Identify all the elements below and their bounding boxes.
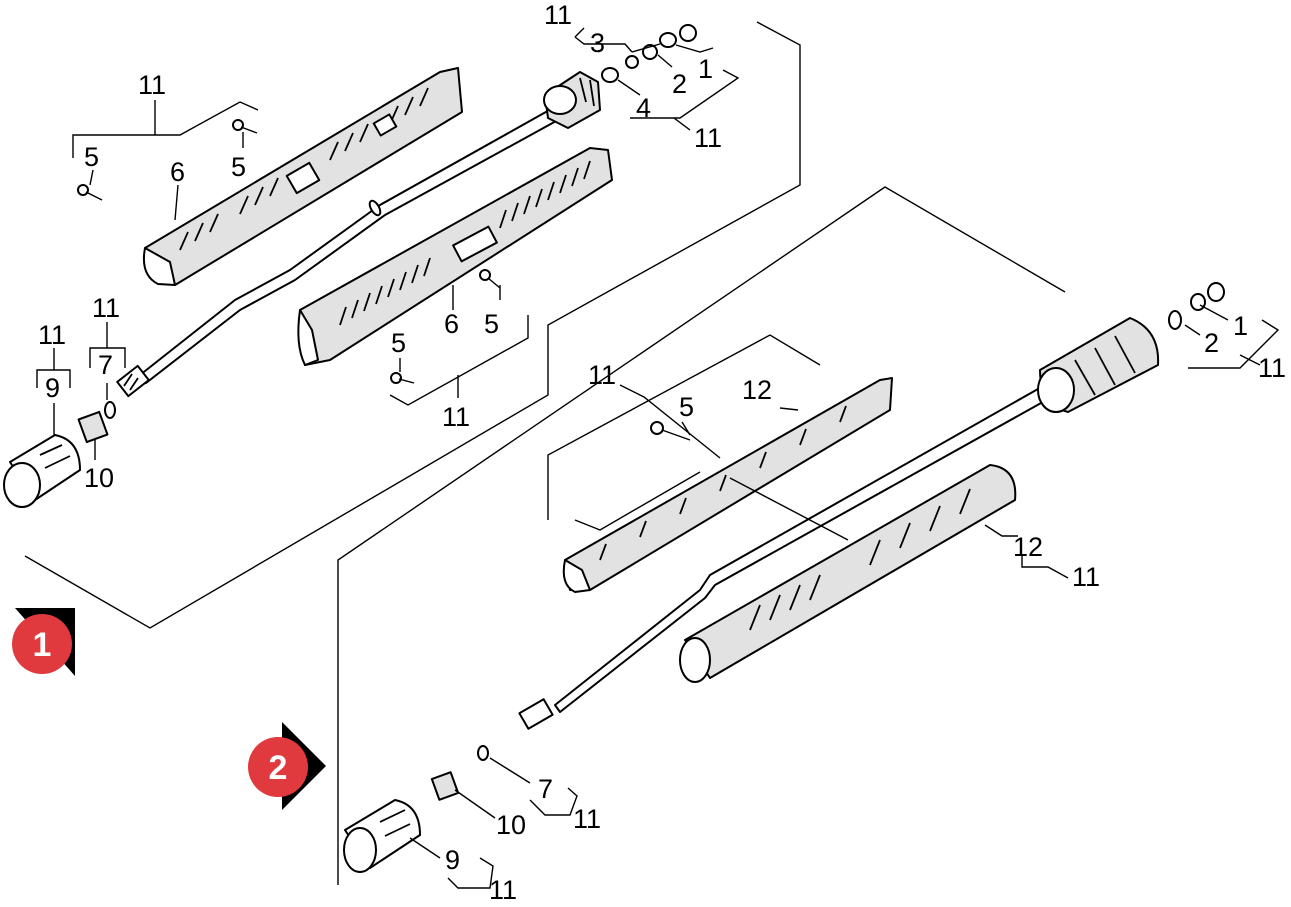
section-badge-1: 1: [12, 608, 75, 676]
lance-thread-2: [518, 698, 554, 730]
nozzle-insert-1: [77, 410, 109, 444]
callout-s1-11-c: 11: [442, 402, 470, 432]
callout-s1-5-d: 5: [391, 328, 406, 358]
callout-s1-1: 1: [698, 54, 713, 84]
callout-s2-10: 10: [496, 810, 526, 840]
housing-slots-lower: [339, 160, 591, 326]
callout-s1-9: 9: [45, 373, 60, 403]
callout-s1-11-d: 11: [92, 293, 120, 323]
section-1-frame: [24, 21, 801, 629]
screw-1c: [479, 269, 501, 289]
callout-s2-7: 7: [538, 774, 553, 804]
spray-lance-2: [518, 317, 1160, 730]
badge-circle-2: [248, 737, 308, 797]
section-2-frame: [337, 186, 1066, 885]
screw-1d: [390, 372, 415, 384]
lance-coupling-1: [543, 71, 601, 129]
nozzle-knob-2: [343, 799, 421, 873]
callout-s1-6-a: 6: [170, 157, 185, 187]
callout-s1-10: 10: [84, 463, 114, 493]
o-ring-1: [104, 401, 116, 419]
callout-s2-1: 1: [1233, 311, 1248, 341]
callout-labels: 11 3 2 1 4 11 11 5 5 6 6 5 5 11 11 7 11 …: [38, 0, 1286, 905]
section-badge-2: 2: [248, 722, 326, 810]
callout-s2-2: 2: [1204, 328, 1219, 358]
callout-s1-11-e: 11: [38, 320, 66, 350]
screw-1b: [232, 119, 258, 134]
callout-s1-11-b: 11: [694, 123, 722, 153]
callout-s1-5-c: 5: [484, 309, 499, 339]
badge-circle-1: [12, 614, 72, 674]
nozzle-insert-2: [430, 771, 460, 801]
screw-2: [650, 421, 691, 441]
callout-s1-5-a: 5: [84, 142, 99, 172]
callout-s2-11-a: 11: [1258, 353, 1286, 383]
lance-coupling-2: [1037, 317, 1160, 413]
nozzle-knob-1: [3, 434, 81, 508]
grip-slots-2: [749, 488, 971, 631]
leader-lines: [36, 27, 1280, 889]
callout-s2-12-b: 12: [1013, 532, 1043, 562]
callout-s1-5-b: 5: [231, 152, 246, 182]
housing-slots-2: [599, 405, 847, 561]
callout-s2-11-b: 11: [588, 360, 616, 390]
callout-s2-5: 5: [679, 392, 694, 422]
callout-s2-12-a: 12: [742, 375, 772, 405]
housing-half-2: [562, 377, 893, 593]
callout-s2-11-d: 11: [573, 804, 601, 834]
callout-s1-3: 3: [590, 28, 605, 58]
callout-s2-11-c: 11: [1072, 562, 1100, 592]
spray-lance-1: [116, 71, 601, 398]
lance-thread-1: [116, 364, 150, 398]
screw-1a: [77, 184, 103, 201]
callout-s2-11-e: 11: [489, 875, 517, 905]
badge-number-1: 1: [33, 626, 52, 664]
callout-s1-11-left: 11: [138, 70, 166, 100]
seal-rings-2: [1168, 282, 1225, 330]
housing-half-lower: [297, 147, 613, 366]
housing-half-upper: [142, 67, 463, 286]
housing-slots-upper: [179, 87, 429, 251]
callout-s2-9: 9: [445, 845, 460, 875]
callout-s1-6-b: 6: [444, 309, 459, 339]
grip-sleeve-2: [679, 464, 1017, 683]
callout-s1-2: 2: [672, 69, 687, 99]
callout-s1-7: 7: [98, 350, 113, 380]
o-ring-2: [477, 745, 489, 761]
badge-number-2: 2: [269, 749, 288, 787]
callout-s1-4: 4: [636, 93, 651, 123]
callout-s1-11-top: 11: [544, 0, 572, 30]
